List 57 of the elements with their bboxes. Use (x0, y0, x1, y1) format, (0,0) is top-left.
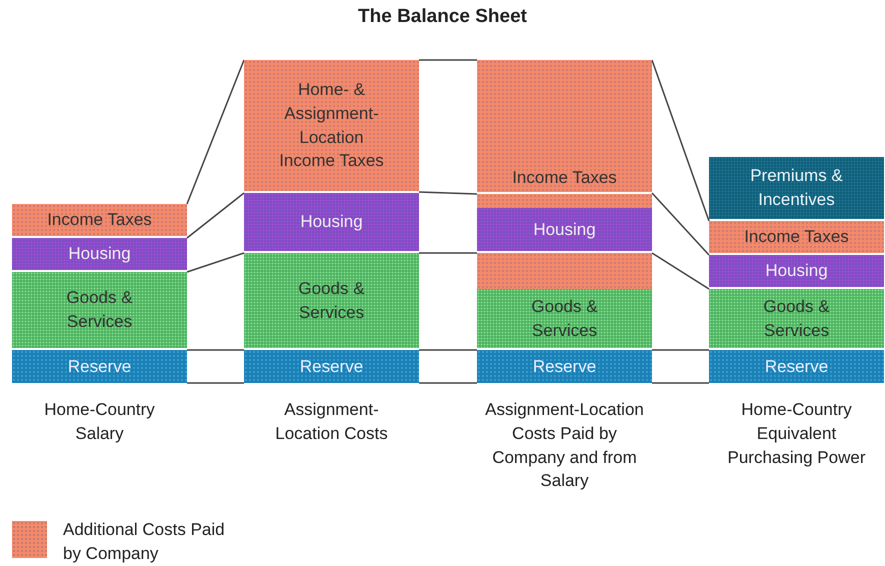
connector-line (651, 60, 710, 222)
segment-label: Reserve (764, 356, 828, 378)
goods-services-segment (244, 253, 419, 348)
connector-line (186, 252, 244, 273)
income-tax-segment (709, 221, 884, 253)
column-caption: Home-Country Equivalent Purchasing Power (726, 399, 866, 469)
housing-segment (709, 255, 884, 287)
segment-label: Goods & Services (762, 296, 831, 342)
segment-label: Income Taxes (512, 167, 617, 190)
segment-label: Income Taxes (744, 226, 849, 248)
income-tax-segment (477, 60, 652, 192)
additional-cost-segment (477, 194, 652, 208)
reserve-segment (709, 350, 884, 383)
connector-line (418, 191, 478, 195)
income-tax-segment (12, 204, 187, 236)
segment-label: Income Taxes (47, 209, 152, 232)
segment-label: Reserve (300, 356, 364, 378)
connector-line (419, 382, 477, 384)
housing-segment (12, 238, 187, 270)
housing-segment (477, 208, 652, 251)
connector-line (186, 192, 244, 239)
segment-label: Home- & Assignment-Location Income Taxes (278, 78, 385, 172)
segment-label: Reserve (68, 356, 132, 378)
connector-line (651, 192, 710, 256)
segment-label: Housing (300, 211, 363, 234)
column-caption: Assignment-Location Costs Paid by Company and from Salary (484, 399, 644, 492)
connector-line (187, 382, 244, 384)
segment-label: Reserve (532, 356, 596, 378)
additional-cost-segment (477, 253, 652, 289)
connector-line (652, 382, 709, 384)
column-caption: Home-Country Salary (43, 399, 156, 445)
reserve-segment (12, 350, 187, 383)
connector-line (652, 252, 710, 290)
connector-line (187, 349, 244, 351)
segment-label: Goods & Services (65, 287, 134, 333)
segment-label: Housing (68, 243, 131, 266)
legend-label: Additional Costs Paid by Company (63, 519, 226, 565)
segment-label: Goods & Services (530, 296, 599, 342)
connector-line (186, 60, 245, 204)
reserve-segment (477, 350, 652, 383)
housing-segment (244, 193, 419, 251)
segment-label: Housing (765, 260, 828, 282)
goods-services-segment (709, 289, 884, 348)
premiums-segment (709, 157, 884, 219)
segment-label: Housing (533, 218, 596, 241)
income-tax-segment (244, 60, 419, 191)
diagram-title: The Balance Sheet (357, 6, 528, 28)
connector-line (652, 349, 709, 351)
goods-services-segment (477, 289, 652, 348)
column-caption: Assignment-Location Costs (274, 399, 389, 445)
reserve-segment (244, 350, 419, 383)
connector-line (419, 349, 477, 351)
goods-services-segment (12, 272, 187, 348)
segment-label: Premiums & Incentives (749, 165, 844, 211)
connector-line (419, 59, 477, 61)
segment-label: Goods & Services (297, 278, 366, 324)
connector-line (419, 252, 477, 254)
